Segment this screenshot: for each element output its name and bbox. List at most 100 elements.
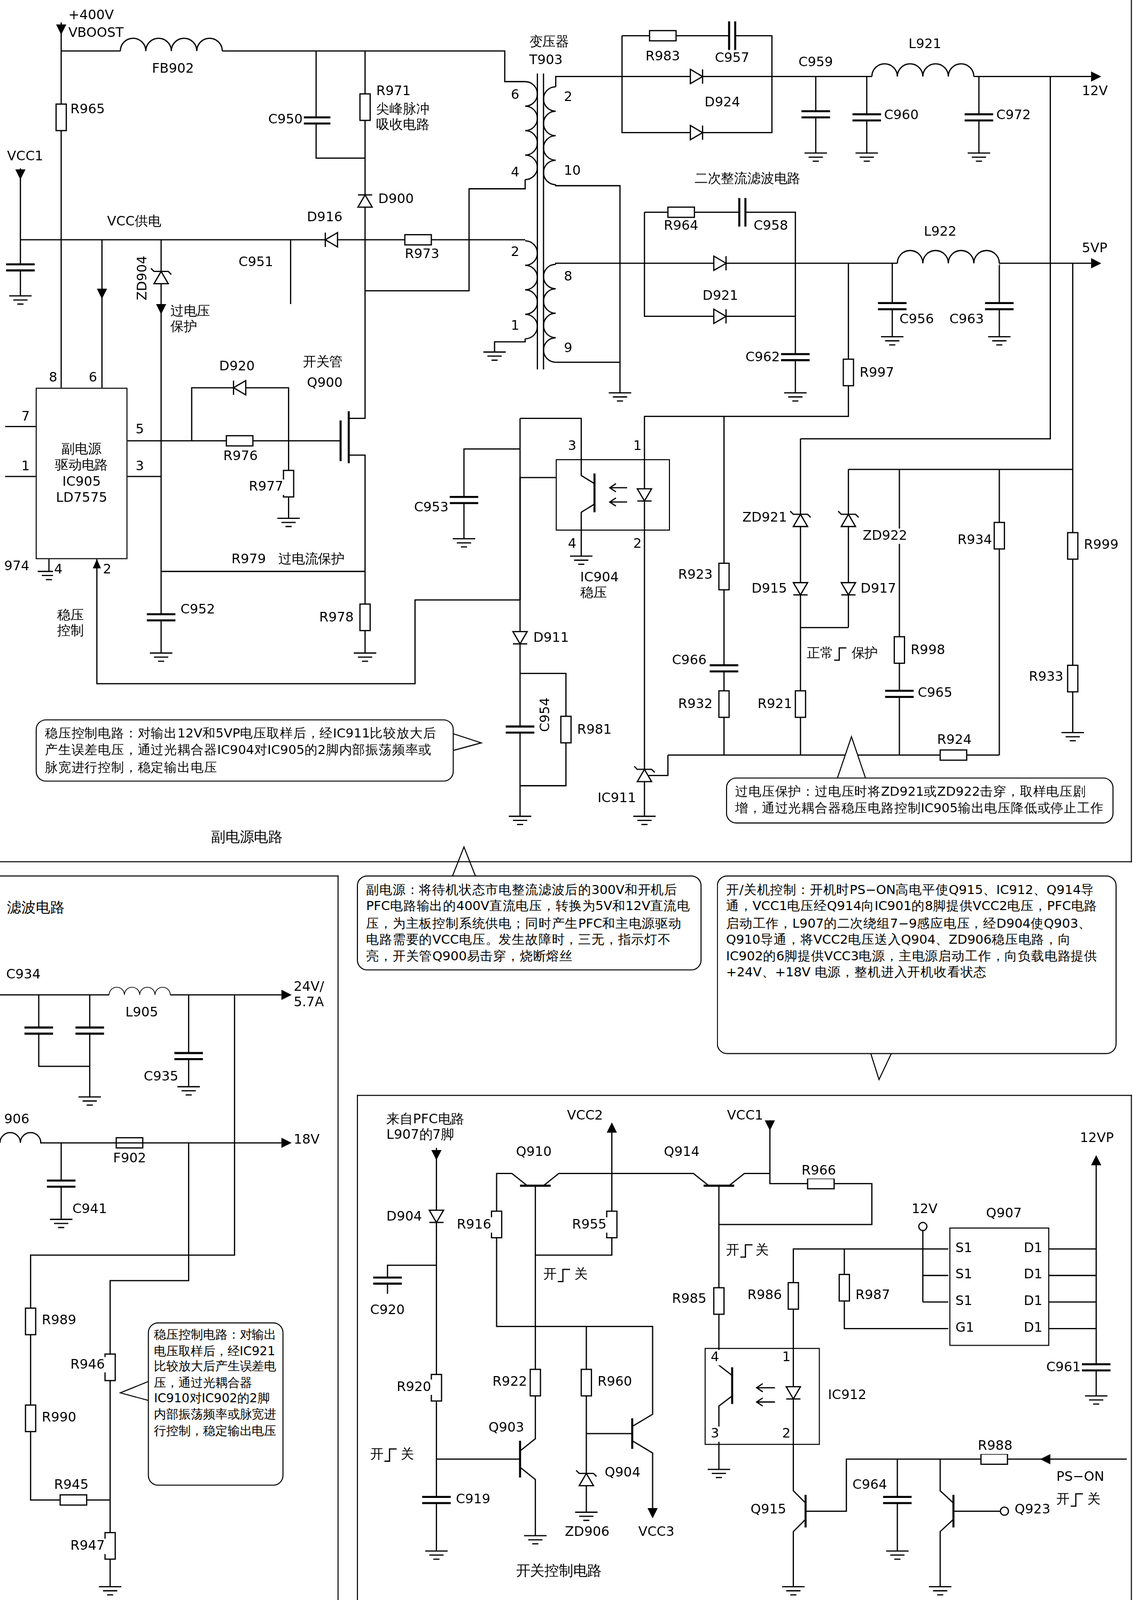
pin-number: 6: [87, 370, 99, 386]
component-label: 过电流保护: [277, 551, 346, 568]
component-label: S1: [954, 1266, 973, 1283]
component-label: C959: [797, 55, 835, 71]
panel-title: 滤波电路: [5, 898, 67, 916]
component-label: C920: [369, 1302, 407, 1319]
pin-number: 1: [781, 1349, 792, 1366]
pin-number: 4: [509, 165, 521, 181]
panel-title: 开关控制电路: [513, 1561, 604, 1579]
component-label: C958: [752, 218, 790, 235]
component-label: R998: [909, 642, 946, 659]
component-label: R978: [317, 610, 355, 626]
pin-number: 2: [563, 89, 574, 106]
component-label: R964: [663, 218, 700, 235]
component-label: ZD906: [563, 1524, 611, 1540]
circuit-panel: 开关控制电路 IC912 Q907: [356, 1094, 1133, 1600]
component-label: R971: [375, 83, 412, 100]
component-label: R921: [756, 696, 793, 713]
component-label: 保护: [850, 645, 879, 662]
component-label: R976: [222, 448, 259, 465]
component-label: C961: [1045, 1359, 1082, 1376]
component-label: 开: [725, 1242, 741, 1259]
callout-box: 过电压保护：过电压时将ZD921或ZD922击穿，取样电压剧增，通过光耦合器稳压…: [726, 777, 1114, 823]
component-label: 开关管: [301, 354, 344, 371]
callout-box: 稳压控制电路：对输出电压取样后，经IC921比较放大后产生误差电压，通过光耦合器…: [147, 1322, 284, 1486]
component-label: IC911: [596, 790, 638, 807]
component-label: 关: [573, 1266, 589, 1283]
component-label: R923: [676, 567, 714, 583]
component-label: C950: [267, 112, 305, 128]
component-label: D1: [1022, 1320, 1044, 1336]
component-label: 关: [754, 1242, 770, 1259]
component-label: T903: [528, 52, 564, 69]
component-label: R960: [596, 1374, 634, 1390]
component-label: R987: [854, 1287, 891, 1304]
component-label: 稳压 控制: [56, 608, 85, 639]
circuit-panel: 滤波电路稳压控制电路：对输出电压取样后，经IC921比较放大后产生误差电压，通过…: [0, 875, 339, 1600]
component-label: 变压器: [528, 34, 571, 51]
component-label: 来自PFC电路 L907的7脚: [385, 1111, 466, 1143]
component-label: R999: [1082, 537, 1120, 553]
component-box: IC904 稳压: [555, 458, 670, 531]
component-label: D911: [532, 630, 570, 646]
pin-number: 3: [134, 458, 146, 475]
component-label: R981: [575, 722, 613, 738]
component-label: C953: [412, 500, 450, 516]
pin-number: 3: [566, 438, 578, 455]
component-label: C951: [237, 254, 275, 271]
pin-number: 4: [709, 1349, 721, 1366]
component-label: ZD922: [861, 528, 909, 544]
component-label: R986: [746, 1287, 783, 1304]
component-label: D917: [859, 581, 898, 597]
component-label: F902: [112, 1150, 147, 1167]
component-name: IC912: [827, 1387, 868, 1403]
component-label: ZD921: [741, 510, 789, 526]
component-label: D915: [750, 581, 789, 597]
component-label: Q915: [749, 1501, 788, 1518]
component-label: Q904: [603, 1464, 642, 1481]
component-label: R934: [956, 532, 993, 549]
component-label: C934: [5, 967, 43, 983]
pin-number: 974: [3, 558, 31, 575]
component-label: D1: [1022, 1266, 1044, 1283]
callout-box: 副电源：将待机状态市电整流滤波后的300V和开机后PFC电路输出的400V直流电…: [356, 875, 702, 971]
component-label: R932: [676, 696, 714, 713]
component-label: 5VP: [1080, 240, 1109, 257]
component-label: VCC1: [726, 1108, 765, 1124]
component-label: R945: [52, 1477, 90, 1493]
component-label: 过电压 保护: [169, 304, 212, 335]
component-label: 尖峰脉冲 吸收电路: [375, 102, 431, 133]
component-label: R988: [976, 1438, 1013, 1454]
component-label: C972: [995, 107, 1033, 124]
component-label: Q903: [487, 1420, 526, 1436]
component-label: VCC供电: [105, 214, 162, 230]
component-label: 24V/ 5.7A: [292, 979, 326, 1010]
component-label: C963: [948, 312, 986, 328]
pin-number: 3: [709, 1425, 721, 1442]
component-label: R922: [491, 1374, 528, 1390]
component-label: C956: [898, 312, 935, 328]
component-label: FB902: [150, 61, 195, 77]
component-name: Q907: [985, 1205, 1024, 1222]
callout-text: 副电源：将待机状态市电整流滤波后的300V和开机后PFC电路输出的400V直流电…: [365, 881, 693, 965]
component-label: D1: [1022, 1293, 1044, 1309]
component-label: C957: [713, 50, 751, 67]
callout-text: 开/关机控制：开机时PS−ON高电平使Q915、IC912、Q914导通，VCC…: [726, 881, 1108, 981]
pin-number: 4: [52, 562, 64, 578]
callout-box: 稳压控制电路：对输出12V和5VP电压取样后，经IC911比较放大后产生误差电压…: [35, 719, 455, 782]
component-label: G1: [954, 1320, 976, 1336]
component-label: R920: [395, 1379, 433, 1395]
panel-title: 副电源电路: [208, 828, 285, 846]
pin-number: 8: [48, 370, 59, 386]
component-label: C962: [744, 349, 782, 366]
component-label: PS−ON: [1055, 1469, 1105, 1485]
component-label: R983: [644, 49, 681, 65]
component-label: VCC2: [565, 1108, 604, 1124]
component-label: L921: [907, 36, 943, 53]
component-label: C919: [454, 1491, 492, 1508]
component-label: D916: [306, 209, 344, 226]
component-label: R979: [230, 551, 267, 568]
component-label: R924: [936, 732, 973, 748]
component-label: D920: [217, 359, 256, 375]
pin-number: 2: [781, 1425, 792, 1442]
chip-label: 副电源 驱动电路 IC905 LD7575: [55, 440, 108, 507]
